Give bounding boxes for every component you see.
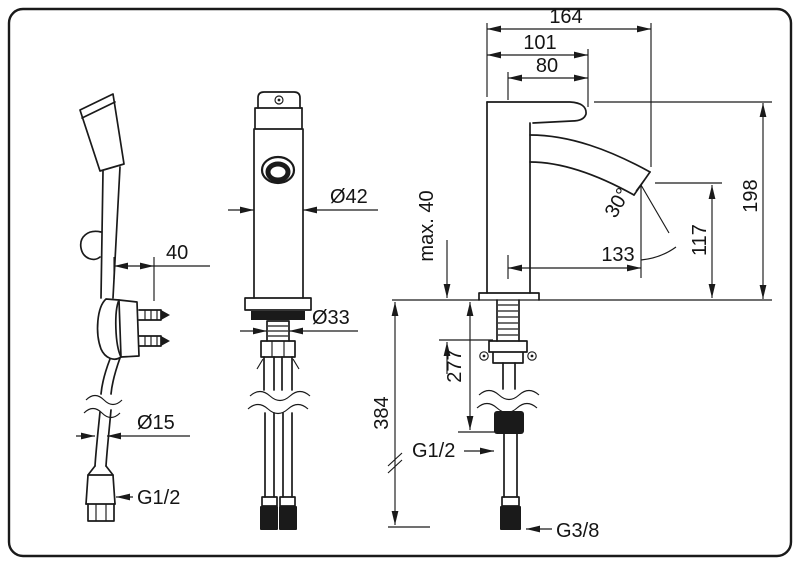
lever-handle-side [486,101,587,124]
dim-hose-thread-label: G1/2 [137,487,180,509]
hose-break-line [83,407,121,419]
threaded-shank-front [256,320,300,370]
cap-screw-icon [274,95,284,105]
side-view: 30° 164 [371,6,772,542]
hose-break-line [249,390,311,402]
dim-supply-hose-thread-label: G3/8 [556,520,599,542]
dim-connection-height: 277 [444,302,496,433]
g12-connector [494,411,524,434]
sheet-border [7,7,793,558]
dim-handle-length-label: 101 [523,32,556,54]
supply-hose-side [476,362,540,530]
dim-max-deck-thickness-label: max. 40 [416,190,438,261]
shower-handle [100,166,121,299]
front-view: Ø42 Ø33 [228,91,378,530]
dim-outlet-height-label: 117 [689,224,711,256]
base-flange-side [478,292,540,301]
dim-body-diameter: Ø42 [228,186,378,214]
dim-connection-thread: G1/2 [412,440,494,462]
dim-hose-end-height-label: 384 [371,396,393,429]
hose-break-line [247,403,309,415]
bracket-screw-bottom [138,335,170,347]
dim-extension-lines-top [486,23,652,167]
shower-hose [83,357,123,467]
dim-bracket-offset-label: 40 [166,242,188,264]
dim-body-diameter-label: Ø42 [330,186,368,208]
dim-total-height-label: 198 [740,179,762,212]
dim-total-length-label: 164 [549,6,582,28]
mounting-stud-icon [479,351,489,361]
mixer-emblem-inner [265,161,291,183]
faucet-body-front [253,128,304,299]
faucet-handle-band [254,107,303,130]
dim-connection-thread-label: G1/2 [412,440,455,462]
hose-break-line [85,394,123,406]
dim-handle-reach-label: 80 [536,55,558,77]
shower-head [79,93,125,172]
hose-break-line [478,389,540,401]
dim-hose-end-height: 384 [371,302,430,528]
dim-shank-diameter-label: Ø33 [312,307,350,329]
base-flange-front [244,297,312,320]
dim-outlet-angle-label: 30° [601,184,635,221]
g38-connector [500,506,521,530]
break-slash [387,452,403,474]
dim-supply-hose-thread: G3/8 [526,520,599,542]
supply-hoses-front [247,356,311,530]
threaded-shank-side [479,299,537,364]
spout-side [529,134,651,196]
faucet-cap [255,91,303,109]
dim-handle-length: 101 [487,32,588,59]
dim-shank-diameter: Ø33 [240,307,358,335]
dim-total-height: 198 [594,101,772,299]
dim-outlet-reach-label: 133 [601,244,634,266]
dim-outlet-height: 117 [655,182,722,298]
dim-bracket-offset: 40 [113,242,210,301]
dim-outlet-reach: 133 [507,244,641,279]
dim-connection-height-label: 277 [444,349,466,382]
mounting-stud-icon [527,351,537,361]
mixer-emblem-outer [260,155,296,185]
dim-max-deck-thickness: max. 40 [416,190,451,374]
dim-hose-diameter: Ø15 [76,412,190,440]
hand-shower-view: 40 Ø15 G1/2 [76,93,210,522]
dim-hose-diameter-label: Ø15 [137,412,175,434]
hose-connector [85,465,116,522]
dim-hose-thread: G1/2 [116,487,180,509]
dim-handle-reach: 80 [508,55,588,82]
bracket-screw-top [138,309,170,321]
dim-total-length: 164 [487,6,651,33]
wall-bracket [96,298,170,360]
wall-hook [79,230,102,261]
